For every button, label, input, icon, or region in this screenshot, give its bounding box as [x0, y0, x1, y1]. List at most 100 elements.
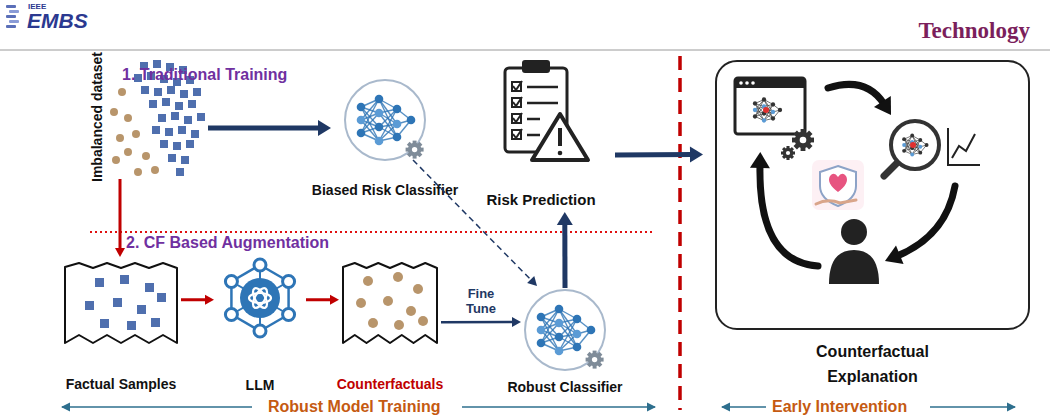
- minority-sample: [124, 148, 132, 156]
- node-label: Biased Risk Classifier: [312, 182, 458, 198]
- check-box: [512, 130, 521, 139]
- arrow-head: [750, 152, 770, 168]
- network-neuron: [762, 97, 766, 101]
- check-line: [527, 134, 540, 137]
- check-box: [512, 98, 521, 107]
- header-rule: [0, 50, 1050, 51]
- node-label: Counterfactual Explanation: [778, 339, 968, 389]
- text-label: 1. Traditional Training: [122, 66, 287, 84]
- llm-node: [225, 309, 237, 321]
- arrow-head: [61, 403, 70, 412]
- network-neuron: [910, 134, 914, 138]
- classifier-node: Biased Risk Classifier: [345, 80, 425, 160]
- torn-paper: [65, 263, 177, 343]
- network-link: [379, 99, 397, 137]
- check-mark: [513, 129, 522, 138]
- warning-triangle: [532, 114, 588, 160]
- gear-body: [588, 353, 602, 367]
- llm-node: [254, 325, 266, 337]
- network-neuron: [753, 101, 757, 105]
- chart-axes: [948, 128, 980, 165]
- minority-sample: [110, 108, 118, 116]
- minority-sample: [151, 166, 159, 174]
- care-heart: [829, 174, 847, 192]
- factual-sample: [145, 283, 154, 292]
- llm-node: [254, 259, 266, 271]
- check-mark: [513, 113, 522, 122]
- logo-stripe: [6, 25, 16, 28]
- majority-sample: [181, 156, 189, 164]
- network-neuron: [555, 333, 564, 342]
- factual-sample: [100, 319, 109, 328]
- arrow-head: [690, 147, 703, 163]
- network-neuron: [555, 319, 564, 328]
- magnifier-lens: [891, 121, 939, 169]
- network-neuron: [902, 143, 906, 147]
- majority-sample: [158, 114, 166, 122]
- arrow-head: [557, 212, 573, 225]
- connector-line: [181, 298, 207, 301]
- network-neuron: [573, 330, 582, 339]
- network-neuron: [910, 153, 914, 157]
- majority-sample: [193, 88, 201, 96]
- minority-sample: [142, 152, 150, 160]
- minority-sample: [118, 88, 126, 96]
- samples-node: Counterfactuals: [343, 263, 437, 343]
- node-label: Risk Prediction: [486, 191, 595, 208]
- section-divider: [90, 231, 655, 233]
- majority-sample: [197, 113, 205, 121]
- person-body: [829, 250, 879, 284]
- check-mark: [513, 97, 522, 106]
- check-line: [527, 118, 540, 121]
- node-label: Imbalanced dataset: [89, 52, 105, 182]
- factual-sample: [137, 305, 146, 314]
- connector-arrow: [181, 295, 214, 305]
- majority-sample: [165, 128, 173, 136]
- gear-hole: [592, 357, 597, 362]
- connector-arrow: [115, 179, 125, 257]
- network-neuron: [573, 343, 582, 352]
- clipboard-clip: [522, 60, 550, 73]
- network-neuron: [902, 137, 906, 141]
- chart-line: [952, 134, 975, 158]
- arrow-head: [721, 403, 730, 412]
- gear-hole: [786, 151, 790, 155]
- majority-sample: [191, 130, 199, 138]
- explanation-box: Counterfactual Explanation: [715, 60, 1030, 330]
- majority-sample: [186, 140, 194, 148]
- counterfactual-sample: [393, 272, 403, 282]
- counterfactual-sample: [356, 298, 366, 308]
- majority-sample: [160, 140, 168, 148]
- arrow-head: [1007, 403, 1016, 412]
- network-neuron: [771, 110, 775, 114]
- connector-arrow: [615, 147, 703, 163]
- node-label: LLM: [246, 377, 275, 393]
- warning-mark: [558, 128, 562, 146]
- majority-sample: [180, 90, 188, 98]
- majority-sample: [173, 142, 181, 150]
- llm-logo: [250, 286, 270, 310]
- network-neuron: [753, 114, 757, 118]
- factual-sample: [85, 301, 94, 310]
- connector-line: [441, 321, 514, 324]
- span-line: [462, 406, 655, 408]
- arrow-head: [318, 120, 331, 136]
- highlight-neuron: [910, 142, 916, 148]
- highlight-neuron: [763, 107, 769, 113]
- connector-line: [208, 125, 321, 130]
- gear-body: [783, 148, 794, 159]
- network-neuron: [375, 137, 384, 146]
- dataset-node: Imbalanced dataset: [106, 58, 206, 176]
- arrow-head: [115, 248, 125, 257]
- majority-sample: [188, 100, 196, 108]
- text-label: Technology: [918, 18, 1030, 44]
- warning-dot: [558, 151, 563, 156]
- llm-node: [283, 309, 295, 321]
- majority-sample: [167, 86, 175, 94]
- text-label: Robust Model Training: [268, 398, 440, 416]
- check-line: [527, 102, 558, 105]
- majority-sample: [152, 126, 160, 134]
- network-neuron: [753, 108, 757, 112]
- node-label: Factual Samples: [66, 376, 177, 392]
